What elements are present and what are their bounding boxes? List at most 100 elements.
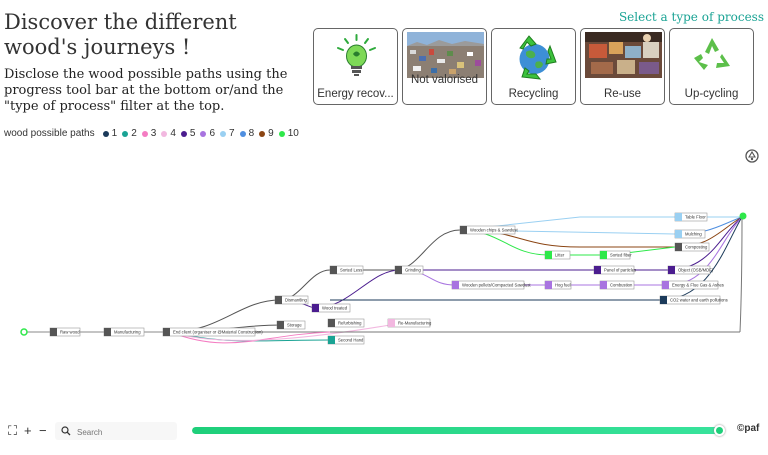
- node-co2[interactable]: CO2 water and earth pollutions: [659, 295, 728, 305]
- legend-label: 9: [268, 128, 274, 139]
- node-composting[interactable]: Composting: [674, 242, 710, 252]
- legend-dot: [180, 130, 187, 137]
- svg-text:Refurbishing: Refurbishing: [338, 321, 362, 326]
- legend-dot: [122, 130, 129, 137]
- node-hog-fuel[interactable]: Hog fuel: [544, 280, 572, 290]
- legend-dot: [161, 130, 168, 137]
- legend-dot: [239, 130, 246, 137]
- legend-title: wood possible paths: [4, 128, 95, 139]
- node-litter[interactable]: Litter: [544, 250, 571, 260]
- legend-label: 1: [111, 128, 118, 139]
- zoom-in-icon[interactable]: +: [24, 423, 32, 438]
- start-node-icon: [20, 328, 28, 336]
- upcycling-icon: [674, 32, 749, 78]
- zoom-out-icon[interactable]: −: [39, 423, 47, 438]
- bottom-toolbar: ⛶ + − ©paf: [0, 420, 768, 444]
- legend-item[interactable]: 5: [180, 128, 195, 139]
- legend-item[interactable]: 8: [239, 128, 254, 139]
- node-panel-particles[interactable]: Panel of particles: [593, 265, 636, 275]
- legend-item[interactable]: 10: [278, 128, 299, 139]
- paths-legend: wood possible paths 1 2 3 4 5 6 7 8 9 10: [4, 128, 304, 139]
- node-sorted-fiber[interactable]: Sorted fiber: [599, 250, 632, 260]
- end-node-icon: [739, 212, 747, 220]
- legend-item[interactable]: 3: [141, 128, 157, 139]
- legend-dot: [220, 130, 226, 137]
- svg-text:Manufacturing: Manufacturing: [114, 330, 141, 335]
- node-pellets[interactable]: Wooden pellets/Compacted Sawdust: [451, 280, 531, 290]
- legend-item[interactable]: 6: [200, 128, 215, 139]
- node-table-floor[interactable]: Table Floor: [674, 212, 708, 222]
- process-card-re-use[interactable]: Re-use: [580, 28, 665, 105]
- legend-item[interactable]: 1: [102, 128, 118, 139]
- legend-label: 3: [150, 128, 157, 139]
- legend-label: 10: [287, 128, 299, 139]
- search-field[interactable]: [55, 422, 177, 440]
- legend-label: 2: [131, 128, 137, 139]
- legend-dot: [259, 130, 266, 137]
- node-object-osb[interactable]: Object (OSB/MDF): [667, 265, 714, 275]
- legend-dot: [278, 130, 285, 137]
- legend-dot: [102, 130, 109, 137]
- svg-text:Wooden pellets/Compacted Sawdu: Wooden pellets/Compacted Sawdust: [462, 283, 531, 288]
- fit-screen-icon[interactable]: ⛶: [8, 423, 18, 438]
- svg-text:Dismantling: Dismantling: [285, 298, 308, 303]
- svg-text:End client (organiser or @Mate: End client (organiser or @Material Const…: [173, 330, 263, 335]
- svg-text:Litter: Litter: [555, 253, 565, 258]
- node-wooden-chips[interactable]: Wooden chips & Sawdust: [459, 225, 518, 235]
- legend-item[interactable]: 4: [161, 128, 176, 139]
- node-end-client[interactable]: End client (organiser or @Material Const…: [162, 327, 263, 337]
- lightbulb-icon: [318, 32, 393, 78]
- node-wood-waste[interactable]: Wood treated: [311, 303, 351, 313]
- svg-text:Wooden chips & Sawdust: Wooden chips & Sawdust: [470, 228, 518, 233]
- process-filter-cards: Energy recov...: [313, 28, 754, 105]
- legend-dot: [200, 130, 207, 137]
- svg-text:Composting: Composting: [685, 245, 708, 250]
- search-input[interactable]: [75, 424, 175, 440]
- svg-text:Table Floor: Table Floor: [685, 215, 706, 220]
- progress-handle[interactable]: [714, 425, 725, 436]
- progress-bar[interactable]: [192, 427, 722, 434]
- process-card-not-valorised[interactable]: Not valorised: [402, 28, 487, 105]
- svg-text:Mulching: Mulching: [685, 232, 702, 237]
- node-mulching[interactable]: Mulching: [674, 229, 706, 239]
- legend-dot: [141, 130, 148, 137]
- svg-text:Hog fuel: Hog fuel: [555, 283, 571, 288]
- svg-text:Combustion: Combustion: [610, 283, 633, 288]
- node-re-manufacturing[interactable]: Re-Manufacturing: [387, 318, 432, 328]
- svg-text:Energy & Flue Gas & Ashes: Energy & Flue Gas & Ashes: [672, 283, 724, 288]
- reset-view-icon[interactable]: [744, 148, 760, 164]
- search-icon: [61, 426, 71, 436]
- svg-text:CO2 water and earth pollutions: CO2 water and earth pollutions: [670, 298, 728, 303]
- node-grinding[interactable]: Grinding: [394, 265, 424, 275]
- node-energy-gas[interactable]: Energy & Flue Gas & Ashes: [661, 280, 724, 290]
- svg-text:Sorted fiber: Sorted fiber: [610, 253, 632, 258]
- node-refurbishing[interactable]: Refurbishing: [327, 318, 365, 328]
- svg-text:Sorted Less: Sorted Less: [340, 268, 362, 273]
- process-card-energy-recovery[interactable]: Energy recov...: [313, 28, 398, 105]
- legend-item[interactable]: 7: [220, 128, 235, 139]
- page-subtitle: Disclose the wood possible paths using t…: [4, 67, 288, 114]
- svg-text:Object (OSB/MDF): Object (OSB/MDF): [678, 268, 714, 273]
- process-card-recycling[interactable]: Recycling: [491, 28, 576, 105]
- process-card-up-cycling[interactable]: Up-cycling: [669, 28, 754, 105]
- svg-text:Raw wood: Raw wood: [60, 330, 80, 335]
- process-card-label: Not valorised: [410, 74, 479, 86]
- node-raw-wood[interactable]: Raw wood: [49, 327, 81, 337]
- process-card-label: Up-cycling: [684, 88, 739, 100]
- node-storage[interactable]: Storage: [276, 320, 306, 330]
- wood-journey-graph: Raw wood Manufacturing End client (organ…: [20, 212, 747, 345]
- process-filter-label: Select a type of process: [618, 10, 764, 24]
- node-dismantling[interactable]: Dismantling: [274, 295, 309, 305]
- svg-text:Second Hand: Second Hand: [338, 338, 364, 343]
- node-combustion[interactable]: Combustion: [599, 280, 635, 290]
- node-manufacturing[interactable]: Manufacturing: [103, 327, 145, 337]
- node-sorted-less[interactable]: Sorted Less: [329, 265, 364, 275]
- node-second-hand[interactable]: Second Hand: [327, 335, 365, 345]
- svg-text:Re-Manufacturing: Re-Manufacturing: [398, 321, 432, 326]
- legend-label: 7: [229, 128, 235, 139]
- brand-logo: ©paf: [737, 423, 760, 434]
- legend-item[interactable]: 2: [122, 128, 137, 139]
- legend-item[interactable]: 9: [259, 128, 274, 139]
- svg-text:Grinding: Grinding: [405, 268, 421, 273]
- legend-label: 6: [209, 128, 215, 139]
